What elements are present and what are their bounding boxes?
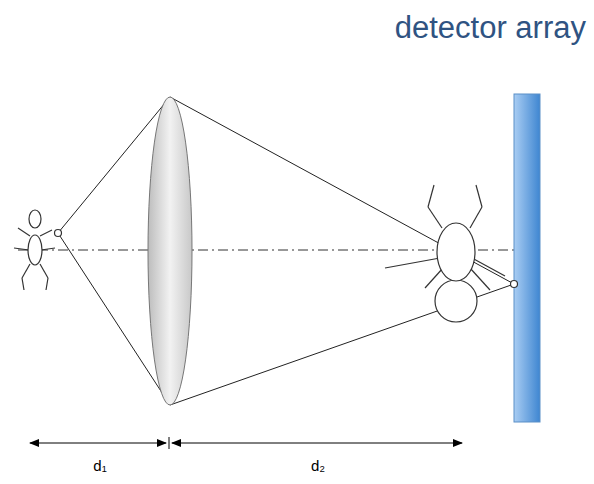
- lens: [148, 97, 192, 405]
- dimension-line: [172, 443, 462, 444]
- image-figure: [385, 185, 505, 322]
- detector-array-bar: [514, 94, 540, 422]
- dimension-label: d₁: [93, 458, 106, 473]
- dimension-tick: [169, 437, 170, 449]
- light-rays: [58, 97, 514, 405]
- object-figure: [14, 210, 62, 290]
- detector-label: detector array: [395, 12, 586, 43]
- image-point: [511, 281, 518, 288]
- dimension-line: [30, 443, 166, 444]
- dimension-label: d₂: [311, 458, 325, 473]
